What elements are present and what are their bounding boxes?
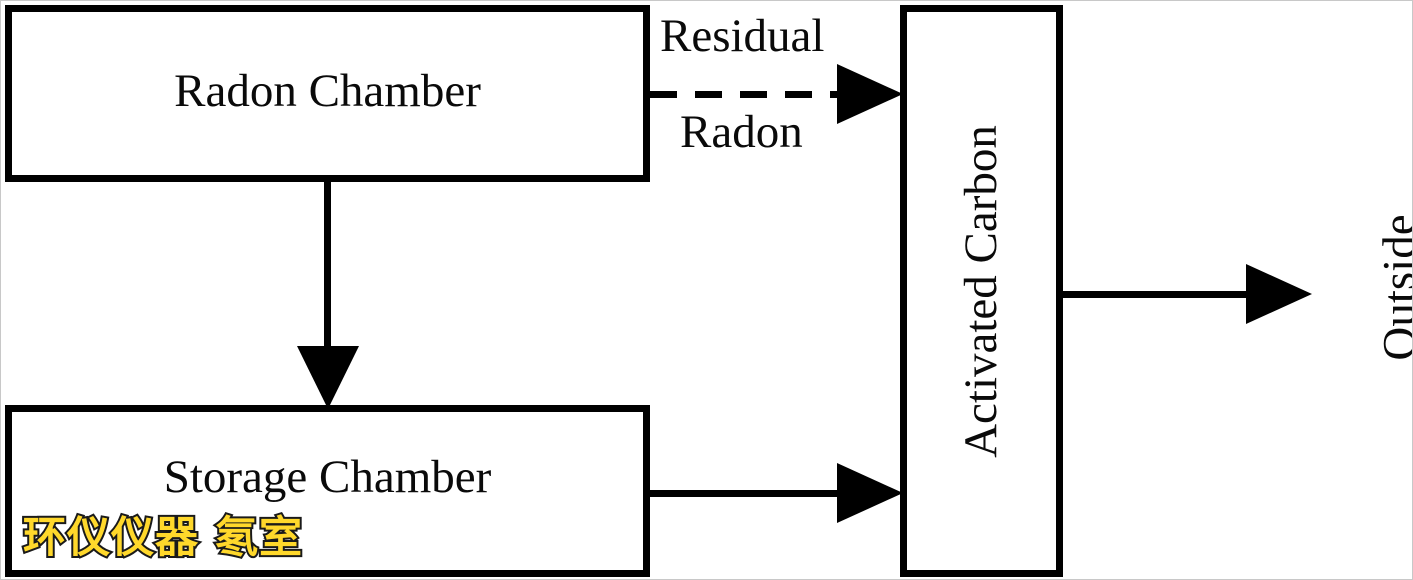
- edge-label-residual: Residual: [660, 10, 825, 62]
- edge-storage-to-carbon-line: [650, 490, 850, 497]
- edge-carbon-to-outside-arrowhead-icon: [1246, 264, 1312, 324]
- edge-carbon-to-outside-line: [1059, 291, 1251, 298]
- terminal-label-outside: Outside: [1373, 214, 1413, 361]
- node-radon-chamber: Radon Chamber: [5, 5, 650, 182]
- node-radon-chamber-label: Radon Chamber: [174, 65, 481, 117]
- edge-residual-radon-line: [650, 91, 843, 98]
- edge-storage-to-carbon-arrowhead-icon: [837, 463, 903, 523]
- edge-residual-radon-arrowhead-icon: [837, 64, 903, 124]
- edge-radon-to-storage-arrowhead-icon: [297, 346, 359, 409]
- node-activated-carbon-label: Activated Carbon: [955, 124, 1007, 458]
- edge-radon-to-storage-line: [324, 178, 331, 353]
- node-activated-carbon: Activated Carbon: [900, 5, 1063, 577]
- node-storage-chamber-label: Storage Chamber: [163, 450, 492, 503]
- watermark-text: 环仪仪器 氡室: [21, 513, 304, 563]
- edge-label-radon: Radon: [680, 106, 803, 158]
